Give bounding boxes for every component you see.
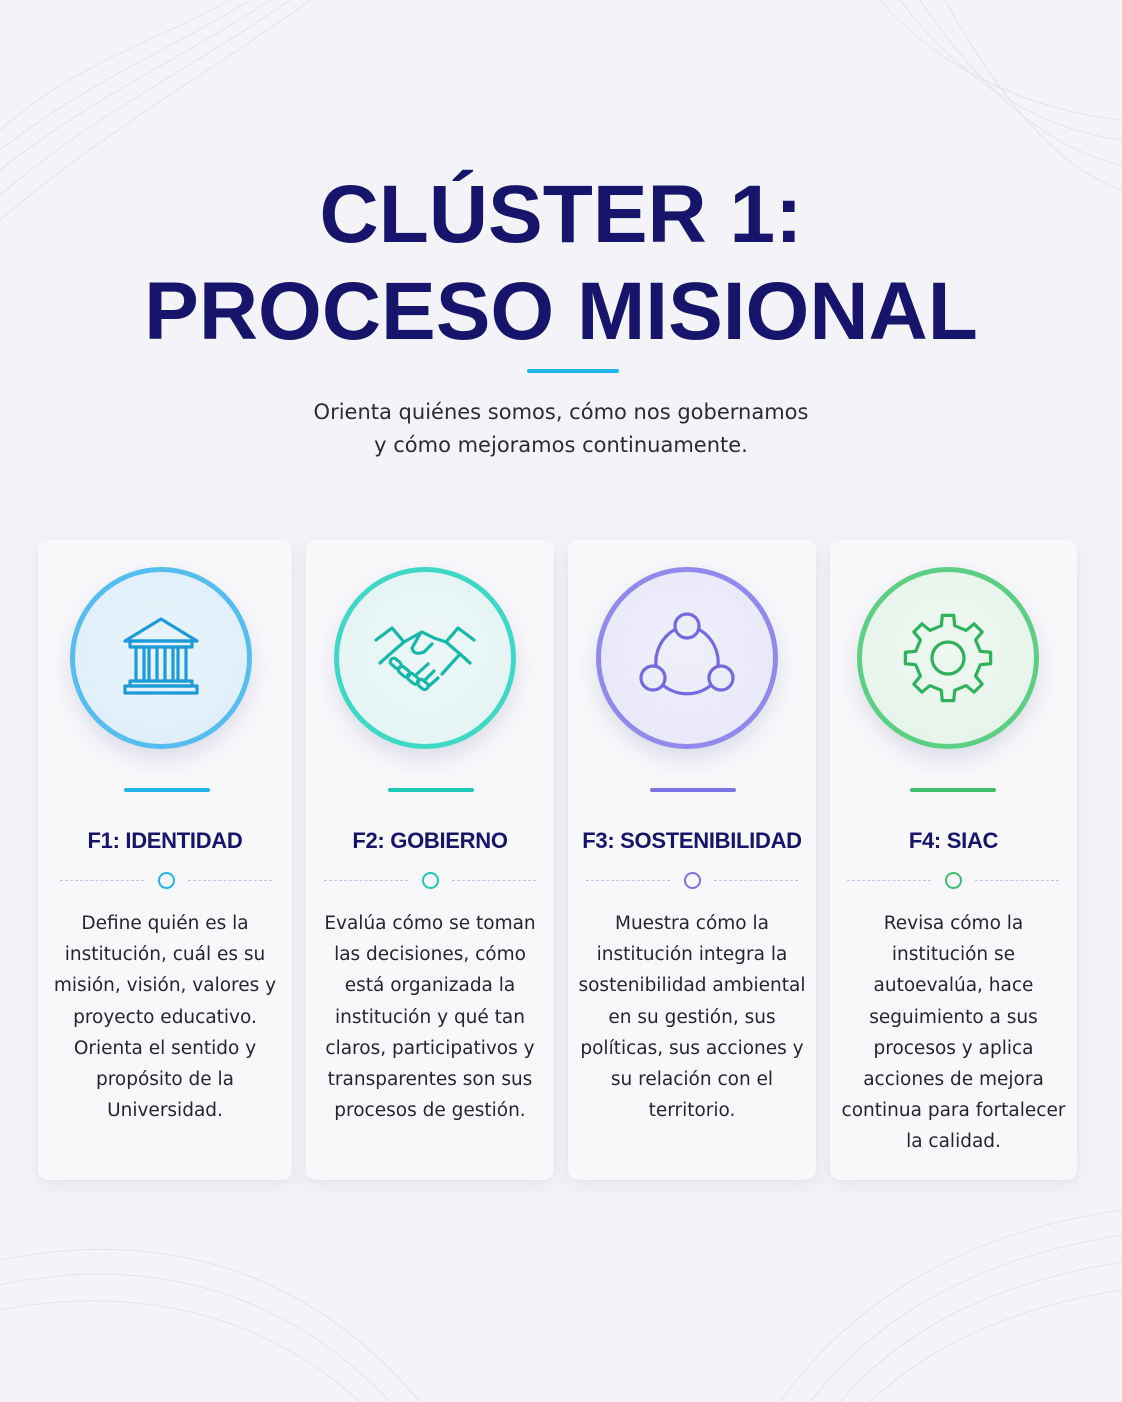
handshake-icon — [374, 626, 476, 692]
card-description: Muestra cómo la institución integra la s… — [568, 908, 816, 1126]
divider-dot — [158, 872, 175, 889]
description-line: la calidad. — [906, 1131, 1001, 1153]
page-title-line2: PROCESO MISIONAL — [144, 266, 978, 357]
network-nodes-icon — [639, 612, 735, 696]
description-line: institución integra la — [596, 944, 788, 966]
card-description: Revisa cómo la institución se autoevalúa… — [830, 908, 1077, 1158]
divider-dot — [422, 872, 439, 889]
description-line: transparentes son sus — [327, 1069, 533, 1091]
description-line: procesos y aplica — [873, 1037, 1034, 1059]
title-underline — [527, 369, 619, 373]
icon-circle — [596, 567, 778, 749]
card-description: Define quién es la institución, cuál es … — [38, 908, 292, 1126]
description-line: territorio. — [648, 1100, 736, 1122]
description-line: acciones de mejora — [863, 1069, 1044, 1091]
card-gobierno: F2: GOBIERNO Evalúa cómo se toman las de… — [306, 540, 554, 1180]
card-divider — [586, 872, 798, 890]
card-title: F3: SOSTENIBILIDAD — [582, 828, 802, 853]
description-line: seguimiento a sus — [869, 1006, 1038, 1028]
description-line: proyecto educativo. — [73, 1006, 257, 1028]
description-line: propósito de la — [95, 1069, 235, 1091]
card-sostenibilidad: F3: SOSTENIBILIDAD Muestra cómo la insti… — [568, 540, 816, 1180]
card-siac: F4: SIAC Revisa cómo la institución se a… — [830, 540, 1077, 1180]
card-divider — [60, 872, 272, 890]
card-title: F1: IDENTIDAD — [87, 828, 243, 853]
page-subtitle: Orienta quiénes somos, cómo nos gobernam… — [0, 396, 1122, 462]
description-line: las decisiones, cómo — [334, 944, 526, 966]
description-line: procesos de gestión. — [334, 1100, 526, 1122]
description-line: autoevalúa, hace — [873, 975, 1034, 997]
description-line: Evalúa cómo se toman — [324, 913, 536, 934]
page-title-line1: CLÚSTER 1: — [319, 169, 803, 260]
icon-circle — [857, 567, 1039, 749]
divider-dot — [684, 872, 701, 889]
description-line: Orienta el sentido y — [73, 1037, 257, 1059]
description-line: misión, visión, valores y — [53, 975, 277, 997]
description-line: institución, cuál es su — [64, 944, 266, 966]
description-line: en su gestión, sus — [608, 1006, 776, 1028]
card-divider — [847, 872, 1059, 890]
card-identidad: F1: IDENTIDAD Define quién es la institu… — [38, 540, 292, 1180]
card-divider — [324, 872, 536, 890]
card-title: F2: GOBIERNO — [352, 828, 508, 853]
card-description: Evalúa cómo se toman las decisiones, cóm… — [306, 908, 554, 1126]
card-accent-bar — [650, 788, 736, 792]
description-line: Muestra cómo la — [615, 913, 769, 934]
description-line: sostenibilidad ambiental — [578, 975, 806, 997]
description-line: claros, participativos y — [325, 1037, 535, 1059]
subtitle-line1: Orienta quiénes somos, cómo nos gobernam… — [313, 400, 809, 424]
subtitle-line2: y cómo mejoramos continuamente. — [374, 433, 748, 457]
card-accent-bar — [388, 788, 474, 792]
description-line: su relación con el — [610, 1069, 774, 1091]
description-line: Revisa cómo la — [883, 913, 1024, 934]
icon-circle — [334, 567, 516, 749]
card-title: F4: SIAC — [908, 828, 999, 853]
description-line: Universidad. — [107, 1100, 223, 1122]
description-line: institución y qué tan — [335, 1006, 525, 1028]
gear-icon — [903, 613, 993, 703]
description-line: políticas, sus acciones y — [580, 1037, 804, 1059]
card-accent-bar — [910, 788, 996, 792]
institution-building-icon — [123, 617, 199, 695]
description-line: continua para fortalecer — [841, 1100, 1066, 1122]
description-line: institución se — [891, 944, 1016, 966]
description-line: está organizada la — [344, 975, 516, 997]
icon-circle — [70, 567, 252, 749]
divider-dot — [945, 872, 962, 889]
description-line: Define quién es la — [81, 913, 249, 934]
card-accent-bar — [124, 788, 210, 792]
